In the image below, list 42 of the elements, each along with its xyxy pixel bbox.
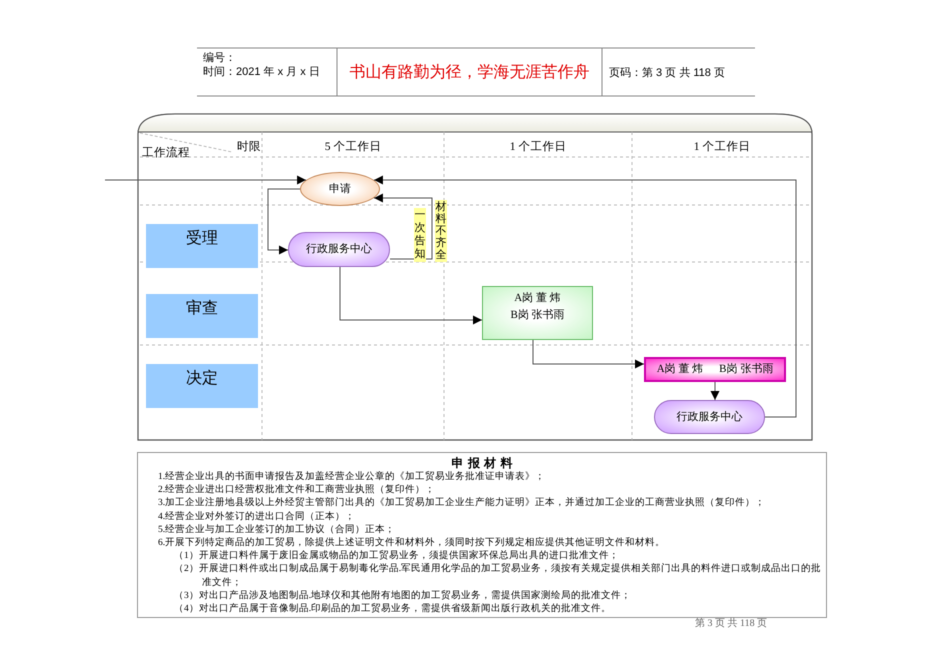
page-number: 页码：第 3 页 共 118 页 xyxy=(609,66,725,80)
column-header: 时限 xyxy=(237,140,261,154)
connector-arrow xyxy=(340,266,482,324)
connector-arrow xyxy=(104,176,307,184)
lane-header: 审查 xyxy=(146,294,258,338)
list-item: 1.经营企业出具的书面申请报告及加盖经营企业公章的《加工贸易业务批准证申请表》； xyxy=(158,471,546,484)
column-header: 1 个工作日 xyxy=(508,140,568,154)
motto-text: 书山有路勤为径，学海无涯苦作舟 xyxy=(348,62,590,83)
list-item: （1）开展进口料件属于废旧金属或物品的加工贸易业务，须提供国家环保总局出具的进口批准文件； xyxy=(173,550,620,563)
connector-arrow xyxy=(373,194,432,260)
header-text: 时间：2021 年 x 月 x 日 xyxy=(203,65,320,79)
lane-header: 受理 xyxy=(146,224,258,268)
list-item: （3）对出口产品涉及地图制品.地球仪和其他附有地图的加工贸易业务，需提供国家测绘局的批准文件； xyxy=(173,590,632,603)
text-line: B岗 张书雨 xyxy=(510,308,565,323)
list-item: （4）对出口产品属于音像制品.印刷品的加工贸易业务，需提供省级新闻出版行政机关的批准文件。 xyxy=(173,603,612,616)
connector-arrow xyxy=(268,188,300,254)
process-terminal: 行政服务中心 xyxy=(288,232,390,267)
page-footer: 第 3 页 共 118 页 xyxy=(695,616,768,630)
edge-label: 一次告知 xyxy=(414,208,426,262)
text-line: A岗 董 炜 xyxy=(514,291,561,306)
header-text: 编号： xyxy=(203,51,236,65)
process-box xyxy=(644,357,786,382)
list-item: （2）开展进口料件或出口制成品属于易制毒化学品.军民通用化学品的加工贸易业务，须按有关规定提供相关部门出具的料件进口或制成品出口的批准文件； xyxy=(173,563,822,590)
list-item: 5.经营企业与加工企业签订的加工协议（合同）正本； xyxy=(158,524,396,537)
lane-header: 决定 xyxy=(146,364,258,408)
process-box xyxy=(482,286,593,340)
connector-arrow xyxy=(710,382,720,400)
column-header: 1 个工作日 xyxy=(692,140,752,154)
requirements-panel xyxy=(137,452,827,618)
note-tag: 材料不齐全 xyxy=(435,200,447,262)
list-item: 2.经营企业进出口经营权批准文件和工商营业执照（复印件）； xyxy=(158,484,436,497)
list-item: 6.开展下列特定商品的加工贸易，除提供上述证明文件和材料外，须同时按下列规定相应提供其他证明文件和材料。 xyxy=(158,537,666,550)
connector-arrow xyxy=(532,340,644,368)
panel-heading: 申 报 材 料 xyxy=(450,456,514,471)
column-header: 工作流程 xyxy=(142,145,190,160)
process-terminal: 行政服务中心 xyxy=(654,400,765,434)
column-header: 5 个工作日 xyxy=(324,140,382,154)
text-line: B岗 张书雨 xyxy=(719,362,774,377)
list-item: 4.经营企业对外签订的进出口合同（正本）； xyxy=(158,510,356,524)
connector-arrow xyxy=(373,176,796,418)
list-item: 3.加工企业注册地县级以上外经贸主管部门出具的《加工贸易加工企业生产能力证明》正本，并通过加工企业的工商营业执照（复印件）； xyxy=(158,497,766,510)
text-line: A岗 董 炜 xyxy=(656,362,704,377)
